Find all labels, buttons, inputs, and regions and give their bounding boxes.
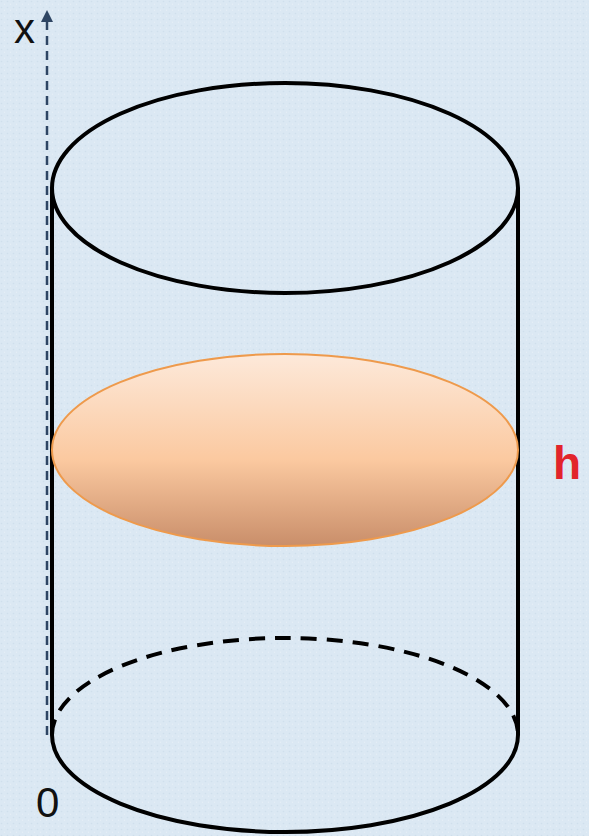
base-edge [52,735,518,832]
origin-label: 0 [36,782,59,824]
cross-section [52,354,518,546]
hidden-base-edge [52,638,518,735]
axis-label: x [14,8,35,50]
top-edge [52,83,518,293]
height-label: h [553,440,581,486]
x-axis [46,20,49,735]
axis-arrowhead [41,10,53,22]
